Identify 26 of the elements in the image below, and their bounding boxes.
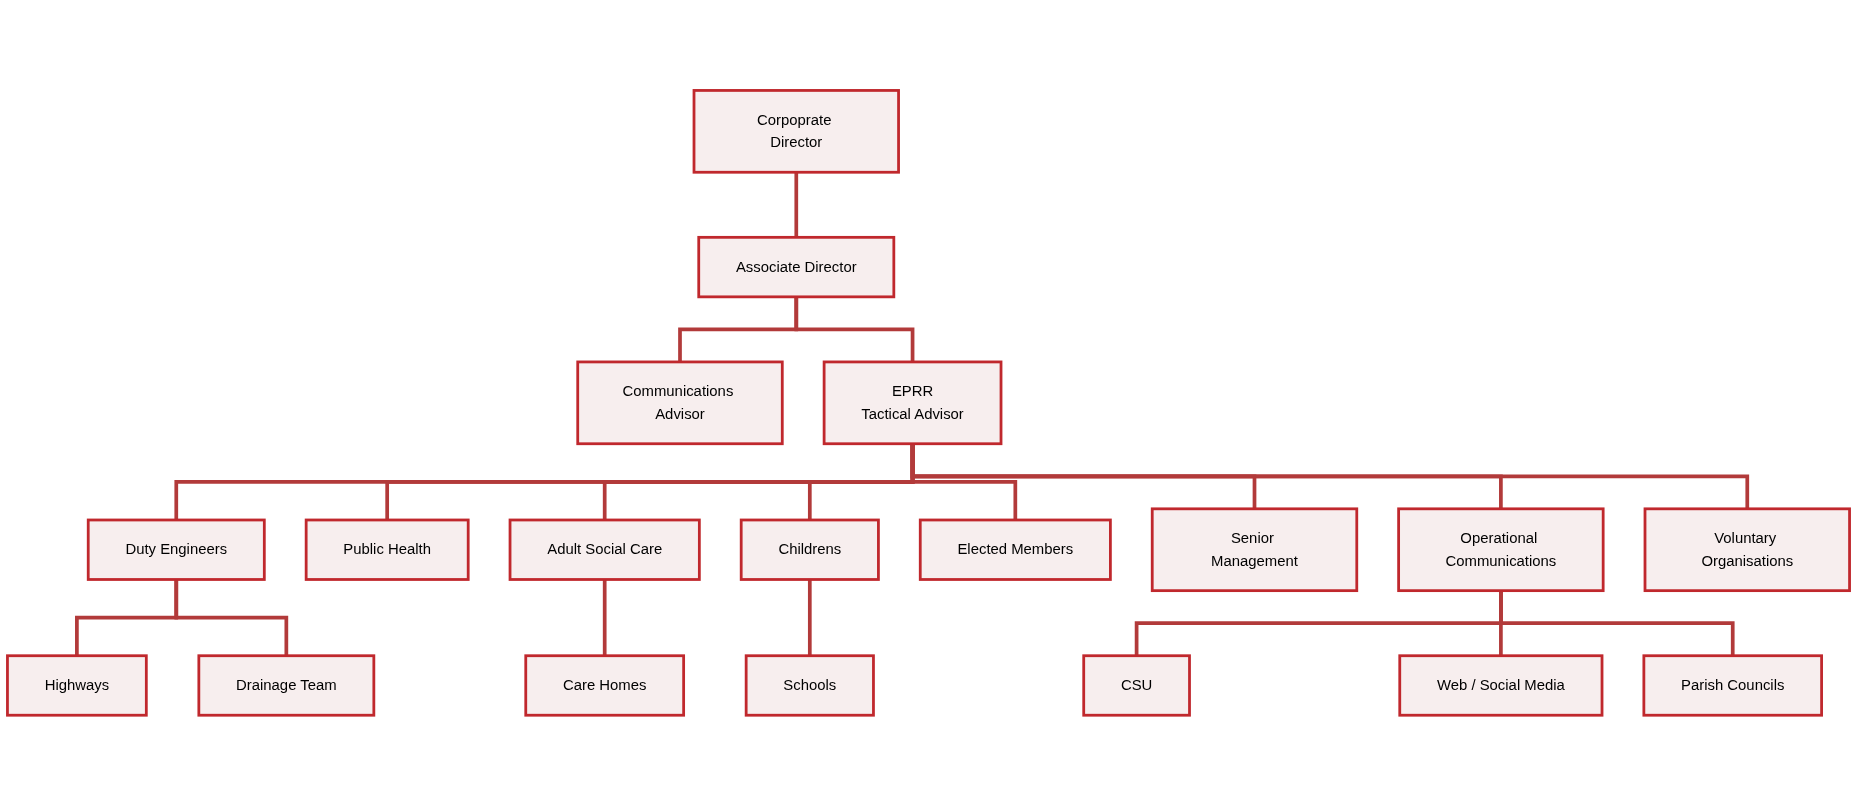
node-box: Communications Advisor: [576, 360, 784, 445]
node-box: Schools: [744, 654, 875, 717]
node-box: Adult Social Care: [508, 518, 701, 581]
connector: [794, 296, 915, 362]
node-box: Parish Councils: [1642, 654, 1823, 717]
node-box: EPRR Tactical Advisor: [822, 360, 1003, 445]
node-box: Web / Social Media: [1398, 654, 1604, 717]
connector: [174, 579, 289, 656]
node-box: Duty Engineers: [86, 518, 266, 581]
connector: [1499, 590, 1735, 656]
node-box: Elected Members: [918, 518, 1112, 581]
node-box: Childrens: [739, 518, 880, 581]
node-box: Operational Communications: [1397, 507, 1605, 592]
connector: [794, 171, 799, 237]
node-box: Corpoprate Director: [692, 88, 900, 174]
connector: [807, 579, 812, 656]
connector: [602, 579, 607, 656]
node-box: Senior Management: [1150, 507, 1359, 592]
node-box: Highways: [6, 654, 148, 717]
node-box: Drainage Team: [197, 654, 376, 717]
node-box: Associate Director: [697, 235, 896, 298]
node-box: Public Health: [304, 518, 470, 581]
connector: [910, 443, 1750, 509]
node-box: CSU: [1082, 654, 1191, 717]
node-box: Care Homes: [524, 654, 686, 717]
node-box: Voluntary Organisations: [1643, 507, 1851, 592]
